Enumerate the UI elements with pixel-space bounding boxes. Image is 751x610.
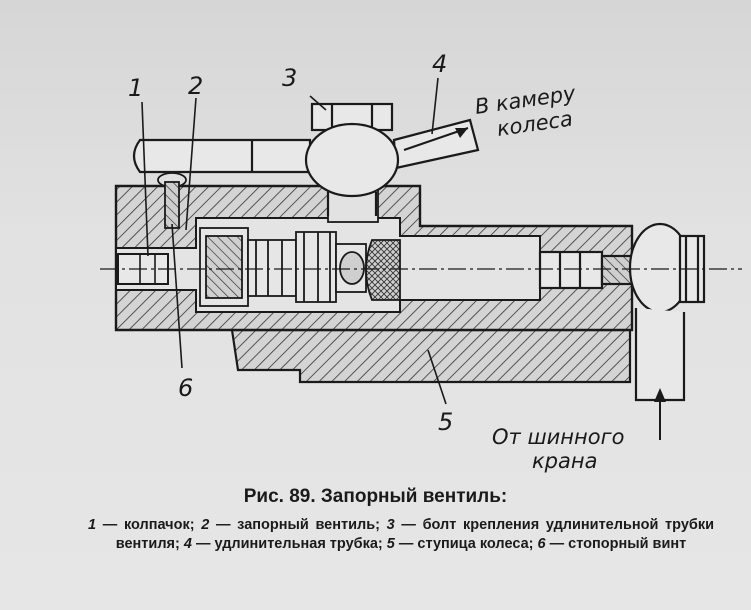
- legend-item-6: 6 — стопорный винт: [537, 536, 687, 552]
- banjo-bolt: [304, 102, 400, 216]
- label-4: 4: [432, 50, 447, 78]
- label-3: 3: [282, 64, 297, 92]
- legend-item-5: 5 — сту­пица колеса;: [386, 536, 534, 552]
- legend-item-1: 1 — колпачок;: [88, 517, 195, 533]
- leader-lines: [141, 77, 447, 405]
- label-5: 5: [438, 408, 453, 436]
- hub-body: [230, 328, 632, 384]
- legend-item-2: 2 — запорный вентиль;: [201, 517, 380, 533]
- legend-item-3: 3 — болт крепления удли­нительной трубки…: [115, 517, 715, 552]
- label-2: 2: [188, 72, 203, 100]
- seal: [365, 239, 401, 301]
- legend-item-4: 4 — удлинительная трубка;: [183, 536, 383, 552]
- label-6: 6: [178, 374, 193, 402]
- valve-drawing: 1 2 3 4 5 6 В камеру колеса От шинного к…: [100, 50, 742, 473]
- from-crane-line1: От шинного: [492, 425, 625, 449]
- figure-legend: 1 — колпачок; 2 — запорный вентиль; 3 — …: [88, 516, 714, 554]
- from-crane-line2: крана: [532, 449, 597, 473]
- label-1: 1: [128, 74, 143, 102]
- valve-core: [199, 227, 367, 307]
- figure-caption-title: Рис. 89. Запорный вентиль:: [243, 486, 508, 507]
